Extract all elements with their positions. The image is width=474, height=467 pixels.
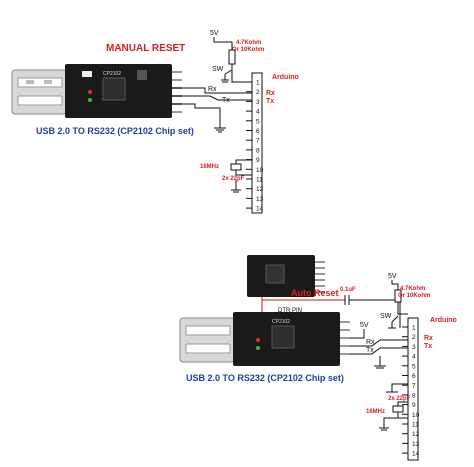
svg-text:5V: 5V: [388, 273, 397, 280]
svg-text:Tx: Tx: [424, 343, 432, 350]
bottom-cap-label: 0.1uF: [340, 287, 356, 293]
bottom-title: Auto Reset: [291, 288, 339, 298]
chip-pin-number: 14: [412, 451, 420, 458]
chip-pin-number: 11: [412, 422, 419, 429]
svg-text:Tx: Tx: [366, 347, 374, 354]
chip-pin-number: 7: [412, 383, 416, 390]
top-usb-connector: [11, 69, 68, 115]
chip-pin-number: 2: [256, 89, 260, 96]
chip-pin-number: 11: [256, 177, 263, 184]
chip-pin-number: 2: [412, 334, 416, 341]
bottom-diagram: Auto Reset DTR PIN 0.1uF CP2102 USB 2.0 …: [179, 255, 457, 461]
top-chip-label: Arduino: [272, 74, 299, 81]
chip-pin-number: 5: [412, 363, 416, 370]
svg-text:Rx: Rx: [208, 86, 217, 93]
svg-text:5V: 5V: [360, 322, 369, 329]
svg-text:Rx: Rx: [366, 339, 375, 346]
top-vcc: 5V: [210, 30, 219, 37]
chip-pin-number: 12: [256, 186, 264, 193]
chip-pin-number: 3: [256, 99, 260, 106]
top-header-pins: [172, 71, 182, 113]
top-switch-label: SW: [212, 66, 224, 73]
bottom-crystal: [392, 405, 404, 413]
svg-text:Arduino: Arduino: [430, 317, 457, 324]
chip-pin-number: 13: [256, 196, 264, 203]
chip-pin-number: 6: [256, 128, 260, 135]
top-diagram: MANUAL RESET CP2102 USB 2.0 TO RS232 (CP…: [11, 30, 299, 214]
chip-pin-number: 4: [256, 109, 260, 116]
chip-pin-number: 1: [256, 80, 260, 87]
bottom-usb-connector: [179, 317, 236, 363]
svg-text:2x 22pF: 2x 22pF: [222, 176, 245, 182]
chip-pin-number: 3: [412, 344, 416, 351]
svg-text:Rx: Rx: [424, 335, 433, 342]
chip-pin-number: 14: [256, 206, 264, 213]
chip-pin-number: 6: [412, 373, 416, 380]
svg-text:CP2102: CP2102: [272, 319, 290, 325]
chip-pin-number: 8: [412, 392, 416, 399]
chip-pin-number: 1: [412, 325, 416, 332]
chip-pin-number: 10: [412, 412, 420, 419]
top-crystal: [230, 163, 242, 171]
svg-text:4.7Kohm: 4.7Kohm: [236, 40, 261, 46]
svg-text:Or 10Kohm: Or 10Kohm: [232, 47, 264, 53]
bottom-caption: USB 2.0 TO RS232 (CP2102 Chip set): [186, 373, 344, 383]
bottom-arduino-chip: [407, 317, 419, 461]
svg-text:SW: SW: [380, 313, 392, 320]
chip-pin-number: 5: [256, 118, 260, 125]
chip-pin-number: 9: [412, 402, 416, 409]
top-arduino-chip: [251, 72, 263, 214]
chip-pin-number: 7: [256, 138, 260, 145]
svg-text:Tx: Tx: [222, 97, 230, 104]
svg-text:Tx: Tx: [266, 98, 274, 105]
svg-text:4.7Kohm: 4.7Kohm: [400, 286, 425, 292]
svg-text:16MHz: 16MHz: [200, 164, 219, 170]
svg-text:2x 22pF: 2x 22pF: [388, 396, 411, 402]
svg-text:Rx: Rx: [266, 90, 275, 97]
svg-text:16MHz: 16MHz: [366, 409, 385, 415]
top-chip: [102, 77, 126, 101]
chip-pin-number: 9: [256, 157, 260, 164]
top-caption: USB 2.0 TO RS232 (CP2102 Chip set): [36, 126, 194, 136]
svg-text:Or 10Kohm: Or 10Kohm: [398, 293, 430, 299]
dtr-label: DTR PIN: [278, 308, 302, 314]
chip-pin-number: 13: [412, 441, 420, 448]
chip-pin-number: 10: [256, 167, 264, 174]
svg-text:CP2102: CP2102: [103, 71, 121, 77]
chip-pin-number: 12: [412, 431, 420, 438]
chip-pin-number: 8: [256, 147, 260, 154]
chip-pin-number: 4: [412, 354, 416, 361]
top-title: MANUAL RESET: [106, 43, 185, 54]
